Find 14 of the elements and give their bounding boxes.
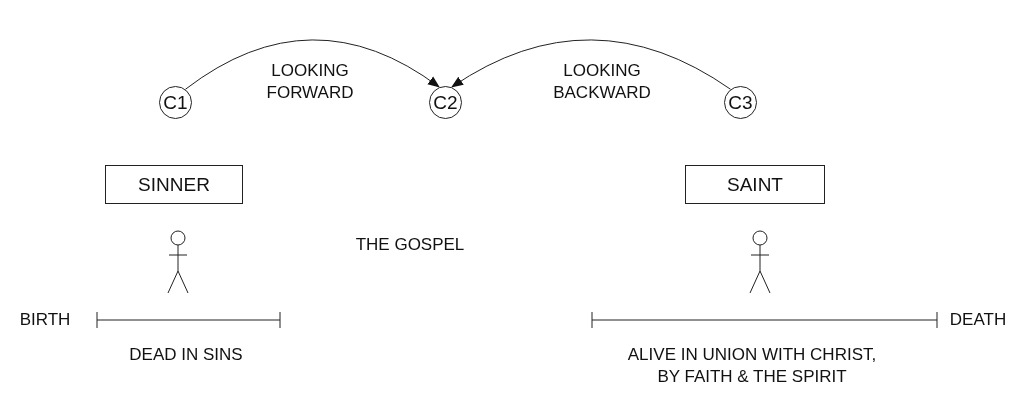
circle-label: C2 — [429, 86, 462, 119]
heading-text: THE GOSPEL — [355, 234, 465, 256]
caption-text: ALIVE IN UNION WITH CHRIST, BY FAITH & THE SPIRIT — [626, 344, 878, 388]
label-box: SAINT — [685, 165, 825, 204]
circle-label: C1 — [159, 86, 192, 119]
curved-arrow — [184, 39, 440, 90]
curved-arrow — [451, 39, 732, 90]
timeline-label: BIRTH — [19, 309, 71, 331]
circle-label: C3 — [724, 86, 757, 119]
timeline-label: DEATH — [949, 309, 1007, 331]
edge-label: LOOKING FORWARD — [265, 60, 355, 104]
caption-text: DEAD IN SINS — [129, 344, 243, 366]
edge-label: LOOKING BACKWARD — [552, 60, 652, 104]
label-box: SINNER — [105, 165, 243, 204]
